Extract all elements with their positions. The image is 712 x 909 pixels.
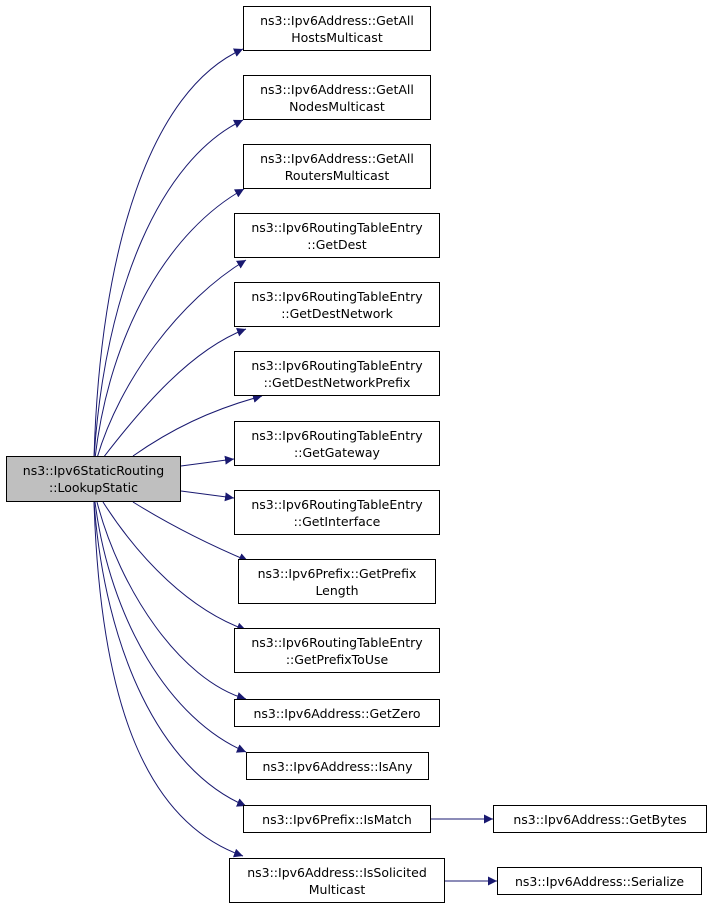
root-node-lookupstatic: ns3::Ipv6StaticRouting ::LookupStatic: [6, 456, 181, 502]
node-label-line1: ns3::Ipv6RoutingTableEntry: [251, 634, 423, 650]
node-get-interface[interactable]: ns3::Ipv6RoutingTableEntry ::GetInterfac…: [234, 490, 440, 535]
node-label-line2: ::GetDestNetworkPrefix: [263, 374, 411, 390]
node-is-any[interactable]: ns3::Ipv6Address::IsAny: [246, 752, 429, 780]
node-get-all-routers-multicast[interactable]: ns3::Ipv6Address::GetAll RoutersMulticas…: [243, 144, 431, 189]
node-label-line1: ns3::Ipv6Address::GetAll: [260, 81, 414, 97]
root-node-line1: ns3::Ipv6StaticRouting: [22, 463, 165, 478]
node-get-bytes[interactable]: ns3::Ipv6Address::GetBytes: [493, 805, 707, 833]
node-is-match[interactable]: ns3::Ipv6Prefix::IsMatch: [243, 805, 431, 833]
edge-to-getprefixtouse: [102, 501, 247, 632]
node-label-line1: ns3::Ipv6RoutingTableEntry: [251, 357, 423, 373]
node-label-line2: ::GetDestNetwork: [281, 305, 393, 321]
node-label-line1: ns3::Ipv6RoutingTableEntry: [251, 427, 423, 443]
node-get-dest-network[interactable]: ns3::Ipv6RoutingTableEntry ::GetDestNetw…: [234, 282, 440, 327]
node-label-line1: ns3::Ipv6Address::IsSolicited: [247, 864, 427, 880]
node-serialize[interactable]: ns3::Ipv6Address::Serialize: [497, 867, 702, 895]
node-label-line1: ns3::Ipv6RoutingTableEntry: [251, 219, 423, 235]
node-label-line1: ns3::Ipv6Address::GetAll: [260, 150, 414, 166]
edge-to-getprefixlength: [132, 501, 249, 562]
node-label-line1: ns3::Ipv6Address::GetZero: [253, 705, 421, 721]
node-get-all-nodes-multicast[interactable]: ns3::Ipv6Address::GetAll NodesMulticast: [243, 75, 431, 120]
node-is-solicited-multicast[interactable]: ns3::Ipv6Address::IsSolicited Multicast: [229, 858, 445, 903]
node-get-all-hosts-multicast[interactable]: ns3::Ipv6Address::GetAll HostsMulticast: [243, 6, 431, 51]
node-label-line2: HostsMulticast: [291, 29, 383, 45]
node-label-line2: Length: [315, 582, 359, 598]
edge-to-getgateway: [180, 455, 235, 467]
node-get-dest[interactable]: ns3::Ipv6RoutingTableEntry ::GetDest: [234, 213, 440, 258]
edge-to-issolicitedmulticast: [93, 501, 244, 858]
node-label-line2: ::GetInterface: [293, 513, 381, 529]
root-node-line2: ::LookupStatic: [49, 480, 138, 495]
node-label-line1: ns3::Ipv6Address::GetAll: [260, 12, 414, 28]
edge-to-getzero: [96, 501, 247, 701]
node-get-zero[interactable]: ns3::Ipv6Address::GetZero: [234, 699, 440, 727]
node-get-prefix-length[interactable]: ns3::Ipv6Prefix::GetPrefix Length: [238, 559, 436, 604]
edge-to-gethostsmulticast: [93, 48, 244, 459]
node-get-gateway[interactable]: ns3::Ipv6RoutingTableEntry ::GetGateway: [234, 421, 440, 466]
edge-to-isany: [94, 501, 247, 753]
node-label-line1: ns3::Ipv6RoutingTableEntry: [251, 288, 423, 304]
edge-to-getdest: [96, 259, 247, 459]
node-get-prefix-to-use[interactable]: ns3::Ipv6RoutingTableEntry ::GetPrefixTo…: [234, 628, 440, 673]
node-label-line2: ::GetDest: [307, 236, 367, 252]
node-label-line1: ns3::Ipv6RoutingTableEntry: [251, 496, 423, 512]
node-label-line2: ::GetPrefixToUse: [285, 651, 389, 667]
node-label-line2: RoutersMulticast: [284, 167, 390, 183]
node-label-line2: NodesMulticast: [289, 98, 385, 114]
edge-to-getinterface: [180, 490, 235, 502]
edge-to-ismatch: [93, 501, 247, 807]
edge-to-getdestnetwork: [102, 327, 247, 459]
node-label-line1: ns3::Ipv6Address::GetBytes: [513, 811, 687, 827]
node-get-dest-network-prefix[interactable]: ns3::Ipv6RoutingTableEntry ::GetDestNetw…: [234, 351, 440, 396]
edge-to-getnodesmulticast: [93, 119, 244, 459]
node-label-line2: ::GetGateway: [294, 444, 380, 460]
node-label-line1: ns3::Ipv6Address::IsAny: [262, 758, 413, 774]
node-label-line1: ns3::Ipv6Prefix::IsMatch: [262, 811, 412, 827]
node-label-line1: ns3::Ipv6Prefix::GetPrefix: [257, 565, 417, 581]
node-label-line2: Multicast: [308, 881, 366, 897]
node-label-line1: ns3::Ipv6Address::Serialize: [514, 873, 685, 889]
edge-to-getdestnetworkprefix: [132, 393, 263, 457]
edge-to-getroutersmulticast: [94, 188, 245, 459]
